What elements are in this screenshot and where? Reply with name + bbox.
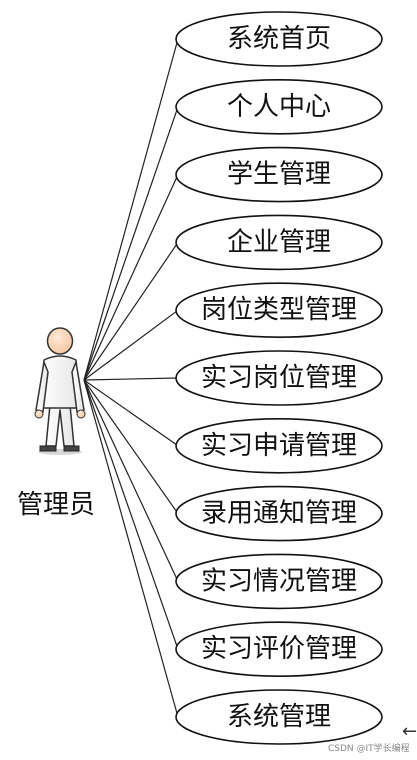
use-case-group: 系统首页个人中心学生管理企业管理岗位类型管理实习岗位管理实习申请管理录用通知管理…	[175, 11, 383, 745]
use-case-ellipse	[175, 621, 383, 678]
association-line	[83, 379, 179, 582]
use-case-label: 录用通知管理	[201, 499, 357, 529]
use-case-ellipse	[175, 553, 383, 610]
use-case-ellipse	[175, 485, 383, 542]
association-line	[83, 38, 179, 381]
use-case: 企业管理	[175, 214, 383, 271]
use-case-ellipse	[175, 417, 383, 474]
use-case-label: 系统首页	[227, 24, 331, 54]
use-case-ellipse	[175, 689, 383, 745]
use-case-label: 实习岗位管理	[201, 363, 357, 393]
use-case: 实习评价管理	[175, 621, 383, 678]
use-case-label: 系统管理	[227, 702, 331, 732]
use-case-label: 实习评价管理	[201, 634, 357, 664]
actor-label: 管理员	[16, 490, 95, 520]
association-line	[83, 106, 179, 381]
use-case-label: 岗位类型管理	[201, 295, 357, 325]
association-line	[83, 379, 179, 650]
use-case-ellipse	[175, 214, 383, 271]
use-case-ellipse	[175, 146, 383, 203]
use-case: 实习申请管理	[175, 417, 383, 474]
use-case: 个人中心	[175, 79, 383, 135]
association-lines	[83, 38, 179, 718]
watermark: CSDN @IT学长编程	[328, 744, 410, 754]
association-line	[83, 309, 179, 381]
use-case: 实习情况管理	[175, 553, 383, 610]
association-line	[83, 379, 179, 447]
association-line	[83, 379, 179, 514]
association-line	[83, 377, 179, 381]
use-case-ellipse	[175, 79, 383, 135]
use-case-label: 企业管理	[227, 227, 331, 257]
use-case: 实习岗位管理	[175, 350, 383, 406]
stick-figure-actor-icon	[34, 327, 86, 455]
use-case-label: 个人中心	[227, 92, 331, 122]
use-case-ellipse	[175, 282, 383, 339]
use-case-ellipse	[175, 11, 383, 67]
use-case-label: 实习申请管理	[201, 431, 357, 461]
back-arrow-icon[interactable]: ←	[402, 721, 417, 742]
use-case-label: 实习情况管理	[201, 566, 357, 596]
association-line	[83, 174, 179, 381]
use-case: 岗位类型管理	[175, 282, 383, 339]
use-case-ellipse	[175, 350, 383, 406]
use-case: 录用通知管理	[175, 485, 383, 542]
use-case: 系统首页	[175, 11, 383, 67]
use-case: 系统管理	[175, 689, 383, 745]
association-line	[83, 242, 179, 381]
use-case: 学生管理	[175, 146, 383, 203]
use-case-label: 学生管理	[227, 160, 331, 190]
association-line	[83, 379, 179, 718]
